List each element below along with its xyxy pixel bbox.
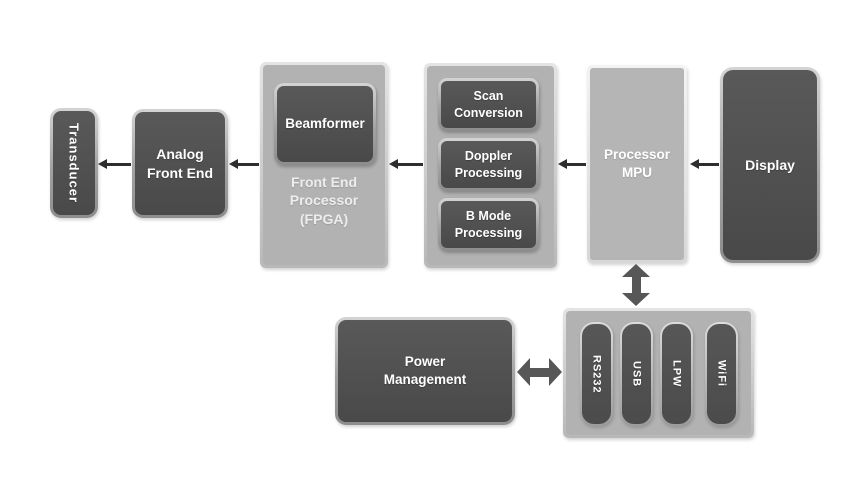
block-display: Display — [720, 67, 820, 263]
arrow-fpga-to-afe — [229, 159, 259, 169]
arrow-up-head — [622, 264, 650, 277]
scan-conversion-label: Scan Conversion — [454, 89, 523, 120]
block-wifi: WiFi — [705, 322, 738, 426]
block-usb: USB — [620, 322, 653, 426]
block-rs232: RS232 — [580, 322, 613, 426]
block-doppler-processing-fill: Doppler Processing — [441, 141, 536, 188]
arrow-right-head — [549, 358, 562, 386]
arrow-down-head — [622, 293, 650, 306]
processor-mpu-label: Processor MPU — [603, 147, 671, 180]
arrow-backend-to-fpga — [389, 159, 423, 169]
doppler-processing-label: Doppler Processing — [454, 149, 523, 180]
block-usb-fill: USB — [622, 324, 651, 424]
block-doppler-processing: Doppler Processing — [438, 138, 539, 191]
block-power-management-fill: Power Management — [338, 320, 512, 422]
arrow-mpu-connectivity — [622, 264, 651, 306]
block-processor-mpu: Processor MPU — [587, 65, 687, 263]
block-analog-front-end-fill: Analog Front End — [135, 112, 225, 215]
block-display-fill: Display — [723, 70, 817, 260]
block-scan-conversion: Scan Conversion — [438, 78, 539, 131]
container-front-end-processor: Beamformer Front End Processor (FPGA) — [260, 62, 388, 268]
analog-front-end-label: Analog Front End — [146, 146, 214, 181]
arrow-power-connectivity — [517, 358, 562, 387]
block-b-mode-processing-fill: B Mode Processing — [441, 201, 536, 248]
arrow-afe-to-transducer — [98, 159, 131, 169]
power-management-label: Power Management — [383, 354, 467, 387]
block-lpw-fill: LPW — [662, 324, 691, 424]
container-backend-processing-fill: Scan Conversion Doppler Processing B Mod… — [427, 66, 554, 265]
block-analog-front-end: Analog Front End — [132, 109, 228, 218]
container-connectivity-fill: RS232 USB LPW WiFi — [566, 311, 751, 435]
block-lpw: LPW — [660, 322, 693, 426]
block-beamformer: Beamformer — [274, 83, 376, 165]
b-mode-processing-label: B Mode Processing — [454, 209, 523, 240]
display-label: Display — [745, 156, 795, 173]
usb-label: USB — [630, 360, 643, 388]
arrow-mpu-to-backend — [558, 159, 586, 169]
arrow-shaft — [632, 274, 641, 296]
arrow-left-head — [517, 358, 530, 386]
container-front-end-processor-fill: Beamformer Front End Processor (FPGA) — [263, 65, 385, 265]
block-rs232-fill: RS232 — [582, 324, 611, 424]
block-power-management: Power Management — [335, 317, 515, 425]
lpw-label: LPW — [670, 360, 683, 388]
block-transducer: Transducer — [50, 108, 98, 218]
block-beamformer-fill: Beamformer — [277, 86, 373, 162]
arrow-display-to-mpu — [690, 159, 719, 169]
container-backend-processing: Scan Conversion Doppler Processing B Mod… — [424, 63, 557, 268]
transducer-label: Transducer — [66, 122, 82, 204]
wifi-label: WiFi — [715, 360, 728, 388]
block-b-mode-processing: B Mode Processing — [438, 198, 539, 251]
block-transducer-fill: Transducer — [53, 111, 95, 215]
rs232-label: RS232 — [590, 354, 603, 394]
beamformer-label: Beamformer — [285, 116, 365, 132]
front-end-processor-label: Front End Processor (FPGA) — [289, 174, 359, 227]
block-wifi-fill: WiFi — [707, 324, 736, 424]
container-connectivity: RS232 USB LPW WiFi — [563, 308, 754, 438]
arrow-shaft — [527, 368, 552, 377]
block-processor-mpu-fill: Processor MPU — [590, 68, 684, 260]
block-scan-conversion-fill: Scan Conversion — [441, 81, 536, 128]
